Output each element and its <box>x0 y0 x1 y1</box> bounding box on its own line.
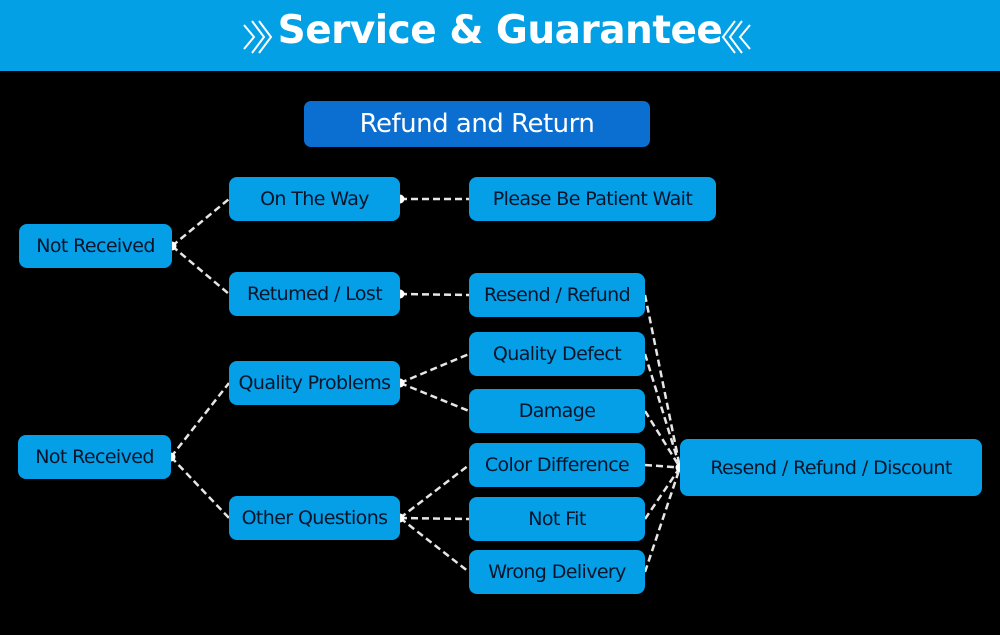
connector-quality_problems-to-damage <box>399 381 470 413</box>
node-quality-defect: Quality Defect <box>469 332 645 376</box>
double-chevron-right-icon <box>243 20 273 54</box>
node-resend-refund: Resend / Refund <box>469 273 645 317</box>
connector-not_received_2-to-quality_problems <box>170 382 230 458</box>
section-title: Refund and Return <box>304 101 650 147</box>
node-color-difference: Color Difference <box>469 443 645 487</box>
connector-other_questions-to-wrong_delivery <box>399 517 470 573</box>
header-banner: Service & Guarantee <box>0 0 1000 71</box>
node-not-received: Not Received <box>19 224 172 268</box>
node-damage: Damage <box>469 389 645 433</box>
node-on-the-way: On The Way <box>229 177 400 221</box>
connector-quality_defect-to-resend_refund_discount <box>643 353 682 468</box>
node-wrong-delivery: Wrong Delivery <box>469 550 645 594</box>
connector-wrong_delivery-to-resend_refund_discount <box>643 467 682 573</box>
node-other-questions: Other Questions <box>229 496 400 540</box>
connector-not_received_1-to-returned_lost <box>171 245 230 295</box>
header-title: Service & Guarantee <box>277 8 723 53</box>
connector-not_fit-to-resend_refund_discount <box>643 466 682 520</box>
connector-not_received_1-to-on_the_way <box>171 198 230 247</box>
connector-quality_problems-to-quality_defect <box>399 352 470 385</box>
node-please-be-patient-wait: Please Be Patient Wait <box>469 177 716 221</box>
node-returned-lost: Retumed / Lost <box>229 272 400 316</box>
double-chevron-left-icon <box>721 20 751 54</box>
connector-other_questions-to-color_difference <box>399 464 470 519</box>
connector-not_received_2-to-other_questions <box>170 456 230 519</box>
connector-other_questions-to-not_fit <box>399 516 470 521</box>
connector-resend_refund-to-resend_refund_discount <box>643 294 682 468</box>
node-resend-refund-discount: Resend / Refund / Discount <box>680 439 982 496</box>
connector-damage-to-resend_refund_discount <box>643 410 682 469</box>
node-quality-problems: Quality Problems <box>229 361 400 405</box>
connector-color_difference-to-resend_refund_discount <box>644 463 681 469</box>
node-not-received-2: Not Received <box>18 435 171 479</box>
node-not-fit: Not Fit <box>469 497 645 541</box>
connector-returned_lost-to-resend_refund <box>399 292 470 297</box>
